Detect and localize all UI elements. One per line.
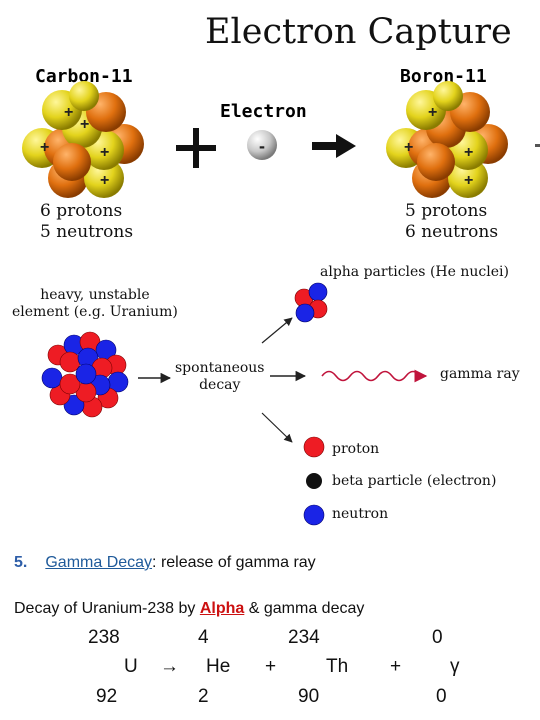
electron-label: Electron <box>220 101 307 122</box>
uranium-atomic: 92 <box>96 686 118 707</box>
gamma-decay-link[interactable]: Gamma Decay <box>45 554 153 571</box>
legend-beta-label: beta particle (electron) <box>332 473 497 489</box>
decay-sentence: Decay of Uranium-238 by Alpha & gamma de… <box>14 600 364 618</box>
thorium-atomic: 90 <box>298 686 320 707</box>
gamma-label: gamma ray <box>440 366 520 382</box>
carbon-11-neutrons: 5 neutrons <box>40 222 134 242</box>
process-line-2: decay <box>199 377 241 393</box>
helium-mass: 4 <box>198 627 209 648</box>
carbon-11-nucleus: + + + + + <box>22 81 144 198</box>
gamma-symbol: γ <box>450 656 460 677</box>
legend-beta-dot <box>306 473 322 489</box>
uranium-nucleus <box>41 331 129 418</box>
source-line-2: element (e.g. Uranium) <box>12 304 178 320</box>
helium-symbol: He <box>206 656 231 677</box>
legend-neutron-dot <box>303 504 325 526</box>
source-element-label: heavy, unstable element (e.g. Uranium) <box>12 287 178 321</box>
plus-2: + <box>390 656 402 677</box>
carbon-11-counts: 6 protons 5 neutrons <box>40 201 133 243</box>
plus-sign: + <box>428 104 437 121</box>
boron-11-neutrons: 6 neutrons <box>405 222 499 242</box>
thorium-symbol: Th <box>326 656 349 677</box>
plus-sign: + <box>464 144 473 161</box>
carbon-11-label: Carbon-11 <box>35 66 133 87</box>
electron-sphere: - <box>247 130 277 160</box>
alpha-word: Alpha <box>199 600 245 617</box>
proton-sphere <box>433 81 463 111</box>
process-line-1: spontaneous <box>175 360 265 376</box>
thorium-mass: 234 <box>288 627 320 648</box>
plus-1: + <box>265 656 277 677</box>
legend-proton-label: proton <box>332 441 380 457</box>
process-label: spontaneous decay <box>175 360 265 394</box>
boron-11-nucleus: + + + + <box>386 81 508 198</box>
neutron-sphere <box>417 143 455 181</box>
proton-sphere <box>84 158 124 198</box>
source-line-1: heavy, unstable <box>40 287 150 303</box>
legend-proton-dot <box>303 436 325 458</box>
section-5-text: : release of gamma ray <box>152 554 316 571</box>
proton-sphere <box>448 158 488 198</box>
plus-operator-v <box>193 128 199 168</box>
gamma-wave <box>321 369 428 383</box>
gamma-atomic: 0 <box>436 686 447 707</box>
boron-11-counts: 5 protons 6 neutrons <box>405 201 498 243</box>
arrow-to-alpha <box>261 317 293 344</box>
proton-sphere <box>69 81 99 111</box>
edge-mark <box>535 144 540 147</box>
section-number: 5. <box>14 554 28 571</box>
arrow-to-particles <box>261 412 293 443</box>
uranium-mass: 238 <box>88 627 120 648</box>
neutron-sphere <box>53 143 91 181</box>
alpha-particle <box>294 282 328 323</box>
alpha-label: alpha particles (He nuclei) <box>320 264 509 280</box>
page-title: Electron Capture <box>205 12 512 52</box>
plus-sign: + <box>100 144 109 161</box>
decay-prefix: Decay of Uranium-238 by <box>14 600 200 617</box>
boron-11-label: Boron-11 <box>400 66 487 87</box>
plus-sign: + <box>80 116 89 133</box>
uranium-symbol: U <box>124 656 138 677</box>
legend-neutron-label: neutron <box>332 506 389 522</box>
electron-minus-sign: - <box>259 136 265 156</box>
helium-atomic: 2 <box>198 686 209 707</box>
section-5-heading: 5. Gamma Decay: release of gamma ray <box>14 554 316 572</box>
reaction-arrow <box>312 134 356 158</box>
plus-sign: + <box>464 172 473 189</box>
carbon-11-protons: 6 protons <box>40 201 123 221</box>
plus-sign: + <box>64 104 73 121</box>
reaction-arrow-text: → <box>160 656 179 677</box>
boron-11-protons: 5 protons <box>405 201 488 221</box>
gamma-mass: 0 <box>432 627 443 648</box>
plus-sign: + <box>100 172 109 189</box>
decay-suffix: & gamma decay <box>244 600 365 617</box>
plus-sign: + <box>404 139 413 156</box>
plus-sign: + <box>40 139 49 156</box>
